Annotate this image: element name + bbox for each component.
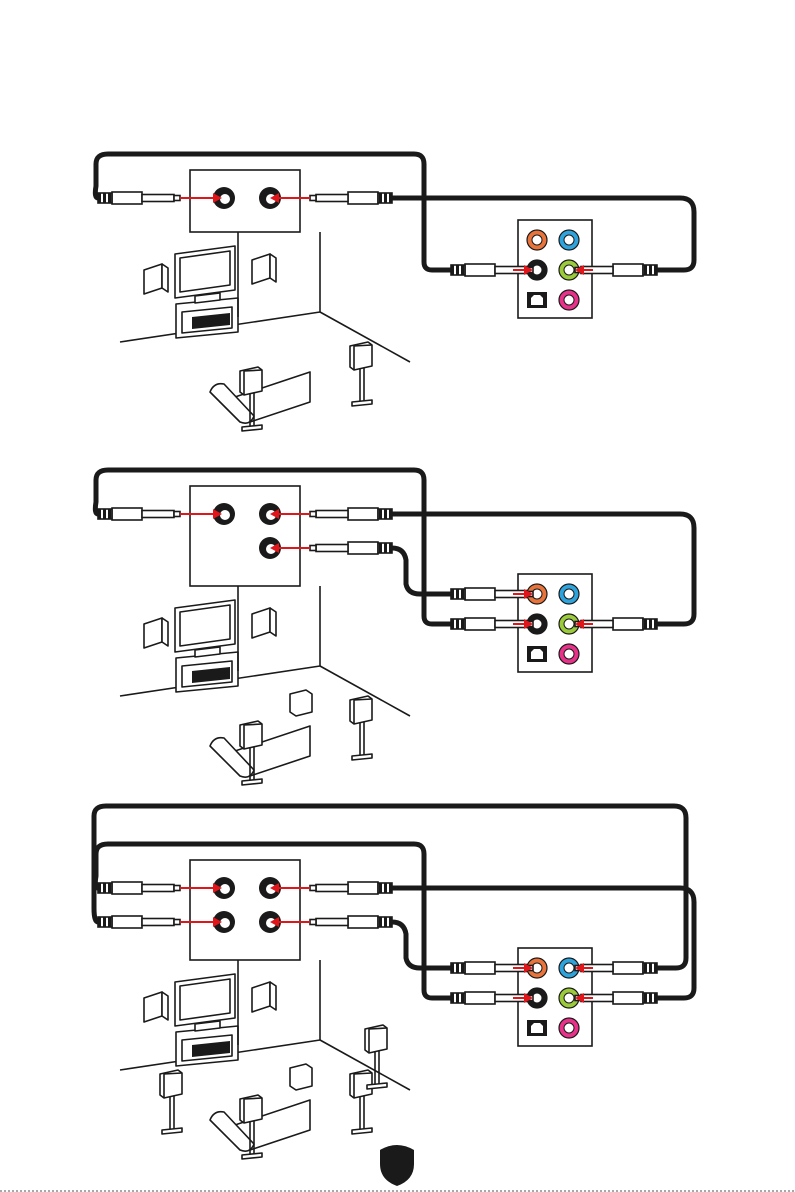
plug-left-top: [98, 192, 180, 204]
room-rear-right-speaker: [350, 1070, 372, 1134]
plug-right-top: [310, 192, 392, 204]
room-subwoofer: [290, 690, 312, 716]
msi-shield-icon: [380, 1145, 414, 1186]
io-panel-optical-shape: [531, 1023, 543, 1033]
io-panel-orange-jack-hole: [532, 235, 542, 245]
diagram-5-1-channel: [94, 806, 694, 1159]
diagram-2-channel: [95, 154, 694, 431]
room-front-left-speaker: [144, 618, 168, 648]
plug-right-top: [310, 882, 392, 894]
room-subwoofer: [290, 1064, 312, 1090]
room-front-right-speaker: [252, 254, 276, 284]
room-front-left-speaker: [144, 992, 168, 1022]
plug-left-top: [98, 882, 180, 894]
room-rear-right-speaker: [350, 696, 372, 760]
plug-right-top: [310, 508, 392, 520]
io-panel-optical-shape: [531, 295, 543, 305]
io-panel-lime-jack-hole: [564, 265, 574, 275]
plug-right-second: [310, 916, 392, 928]
plug-left-second: [98, 916, 180, 928]
room-side-left-speaker: [160, 1070, 182, 1134]
io-panel-optical-shape: [531, 649, 543, 659]
io-panel-lime-jack-hole: [564, 993, 574, 1003]
diagram-4-channel: [95, 470, 694, 785]
receiver-box: [190, 486, 300, 586]
receiver-jack-front-in-l-hole: [220, 510, 230, 520]
io-panel-pink-jack-hole: [564, 1023, 574, 1033]
receiver-jack-front-in-l-hole: [220, 194, 230, 204]
io-panel-pink-jack-hole: [564, 295, 574, 305]
room-tv-screen: [180, 979, 230, 1020]
room-front-right-speaker: [252, 608, 276, 638]
plug-left-top: [98, 508, 180, 520]
room-front-left-speaker: [144, 264, 168, 294]
room-rear-right-speaker: [350, 342, 372, 406]
receiver-box: [190, 170, 300, 232]
room-tv-screen: [180, 605, 230, 646]
io-panel-lime-jack-hole: [564, 619, 574, 629]
io-panel-blue-jack-hole: [564, 589, 574, 599]
room-tv-screen: [180, 251, 230, 292]
receiver-jack-front-in-l-hole: [220, 884, 230, 894]
receiver-box: [190, 860, 300, 960]
io-panel-pink-jack-hole: [564, 649, 574, 659]
plug-right-second: [310, 542, 392, 554]
io-panel-blue-jack-hole: [564, 235, 574, 245]
io-panel-blue-jack-hole: [564, 963, 574, 973]
room-front-right-speaker: [252, 982, 276, 1012]
receiver-jack-center-in-hole: [220, 918, 230, 928]
